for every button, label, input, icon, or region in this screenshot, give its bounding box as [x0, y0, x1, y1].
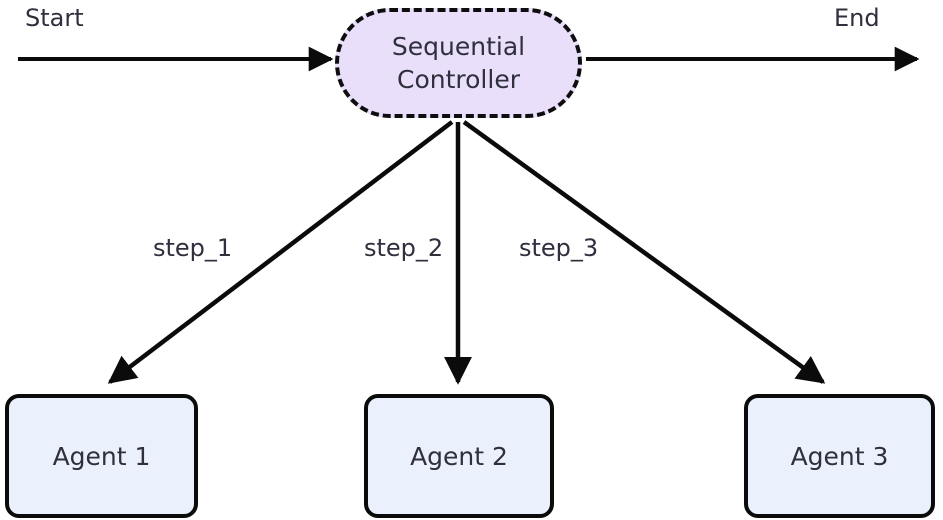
edge-label-end: End: [831, 4, 883, 32]
node-agent-1[interactable]: Agent 1: [5, 394, 198, 518]
controller-label-line-2: Controller: [397, 65, 520, 94]
edge-step-3-arrow: [462, 120, 826, 384]
controller-label-line-1: Sequential: [391, 32, 526, 61]
agent-2-label: Agent 2: [410, 441, 508, 471]
edge-step-1-arrow: [107, 120, 454, 384]
node-agent-3[interactable]: Agent 3: [744, 394, 935, 518]
agent-1-label: Agent 1: [52, 441, 151, 471]
edge-label-start: Start: [22, 4, 87, 32]
node-agent-2[interactable]: Agent 2: [364, 394, 554, 518]
edge-label-step-1: step_1: [150, 234, 236, 262]
node-sequential-controller[interactable]: Sequential Controller: [335, 8, 582, 118]
edge-label-step-2: step_2: [361, 234, 447, 262]
edge-label-step-3: step_3: [516, 234, 602, 262]
agent-3-label: Agent 3: [790, 441, 889, 471]
